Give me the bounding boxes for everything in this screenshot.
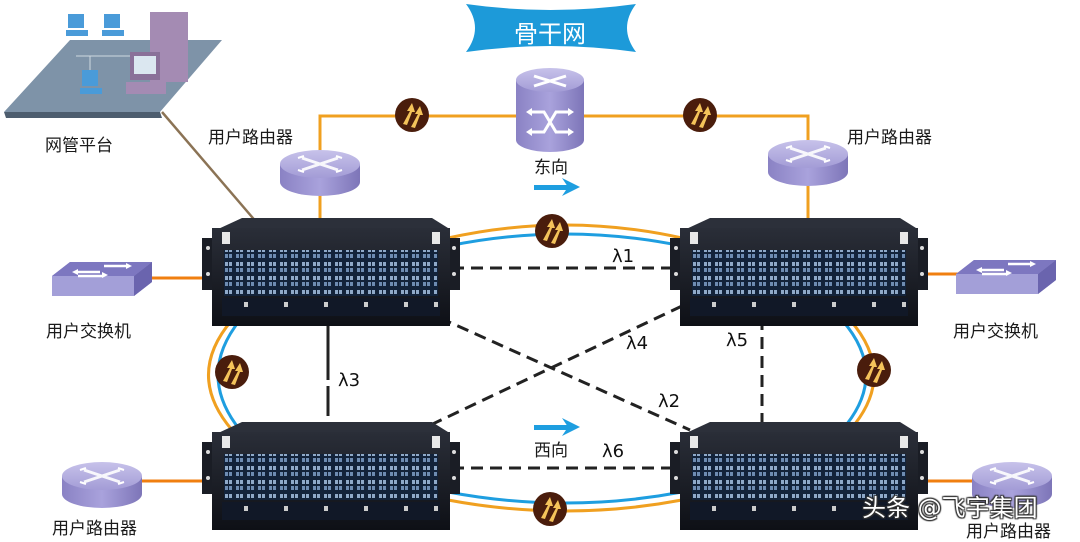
west-direction-label: 西向 xyxy=(534,441,568,461)
lambda4-label: λ4 xyxy=(626,333,649,354)
lambda1-label: λ1 xyxy=(612,246,635,267)
backbone-banner xyxy=(466,4,636,52)
east-arrow-icon xyxy=(534,178,580,196)
amplifier-icon xyxy=(683,98,717,132)
router-icon xyxy=(60,460,144,510)
watermark: 头条 @飞宇集团 xyxy=(862,494,1038,522)
switch-icon xyxy=(50,260,154,298)
amplifier-icon xyxy=(535,214,569,248)
amplifier-icon xyxy=(395,98,429,132)
router-icon xyxy=(766,138,850,188)
amplifier-icon xyxy=(215,355,249,389)
lambda3-label: λ3 xyxy=(338,370,361,391)
lambda2-link xyxy=(439,316,691,432)
amplifier-icon xyxy=(857,353,891,387)
router-top-left-label: 用户路由器 xyxy=(208,128,293,148)
west-arrow-icon xyxy=(534,418,580,436)
management-platform-label: 网管平台 xyxy=(45,136,113,156)
amplifier-icon xyxy=(533,492,567,526)
router-bottom-right-label: 用户路由器 xyxy=(966,522,1051,542)
oadm-chassis-top-left xyxy=(202,218,460,326)
lambda6-label: λ6 xyxy=(602,441,625,462)
management-link xyxy=(161,111,259,225)
ring-fiber-orange-left xyxy=(207,319,234,431)
switch-left-label: 用户交换机 xyxy=(46,322,131,342)
east-direction-label: 东向 xyxy=(534,158,568,178)
lan-computers-icon xyxy=(4,12,222,118)
oadm-chassis-bottom-left xyxy=(202,422,460,530)
backbone-title: 骨干网 xyxy=(514,20,586,48)
lambda2-label: λ2 xyxy=(658,391,681,412)
router-top-right-label: 用户路由器 xyxy=(847,128,932,148)
switch-right-label: 用户交换机 xyxy=(953,322,1038,342)
switch-icon xyxy=(954,258,1058,296)
core-router-icon xyxy=(516,68,584,152)
router-bottom-left-label: 用户路由器 xyxy=(52,519,137,539)
oadm-chassis-top-right xyxy=(670,218,928,326)
lambda4-link xyxy=(419,304,683,432)
router-icon xyxy=(278,148,362,198)
lambda5-label: λ5 xyxy=(726,330,749,351)
